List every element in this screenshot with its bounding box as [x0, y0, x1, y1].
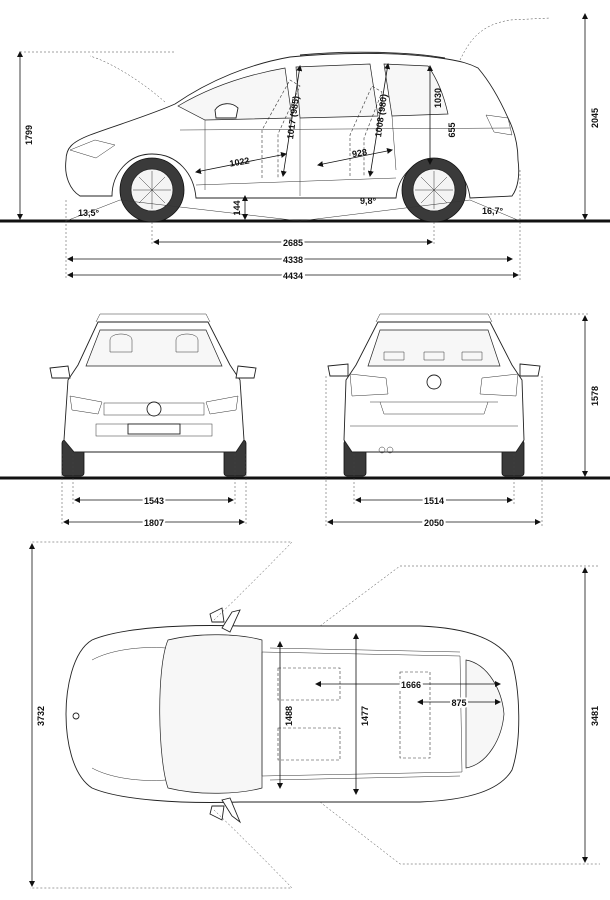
- rear-badge-icon: [426, 374, 442, 390]
- top-roof-panel: [261, 651, 463, 777]
- rear-legroom-line: [317, 148, 393, 167]
- side-view: 1799 2045 1017 (985) 1008 (980) 1030 655…: [0, 13, 610, 283]
- rear-headrests: [383, 351, 483, 361]
- wheelbase-label: 2685: [283, 238, 303, 248]
- front-track-label: 1543: [144, 496, 164, 506]
- front-badge-icon: [146, 401, 162, 417]
- roof-rails-height-label: 2045: [590, 108, 600, 128]
- top-length-label: 3732: [36, 706, 46, 726]
- top-mirror-left: [209, 607, 225, 623]
- front-windscreen: [85, 329, 223, 367]
- side-callout-rear: [459, 17, 551, 61]
- front-plate: [127, 423, 181, 435]
- front-mirror-right: [235, 365, 257, 379]
- overall-height-label: 1799: [24, 125, 34, 145]
- top-width-label: 3481: [590, 706, 600, 726]
- load-length-label: 875: [451, 698, 466, 708]
- front-legroom-line: [195, 152, 287, 174]
- rear-height-label: 1578: [590, 386, 600, 406]
- front-headlights: [69, 395, 239, 415]
- rear-window: [367, 329, 501, 367]
- rear-mirror-left: [327, 363, 349, 377]
- ramp-angle-label: 9,8°: [360, 196, 377, 206]
- top-view: 3732 3481 1488 1477 1666 875: [29, 541, 600, 889]
- rear-mirror-right: [519, 363, 541, 377]
- departure-angle-label: 16,7°: [482, 206, 504, 216]
- length-label: 4338: [283, 255, 303, 265]
- side-angle-lines: [65, 199, 521, 222]
- rear-exhaust-icon: [378, 446, 386, 454]
- top-door-swing-left: [30, 541, 293, 621]
- side-roof-rail: [299, 51, 446, 59]
- front-mirror-left: [49, 365, 71, 379]
- top-rear-window: [465, 659, 505, 769]
- rear-width-label: 2050: [424, 518, 444, 528]
- rear-tailgate-line: [370, 401, 498, 415]
- top-rear-swing-top: [319, 565, 600, 627]
- front-view: 1543 1807: [0, 313, 610, 530]
- rear-interior-width-label: 1477: [360, 706, 370, 726]
- top-windscreen: [159, 634, 263, 794]
- boot-height-label: 1030: [433, 88, 443, 108]
- rear-view: 1514 2050 1578: [325, 313, 600, 530]
- side-rear-window: [295, 63, 379, 119]
- load-length-folded-label: 1666: [401, 680, 421, 690]
- boot-sill-label: 655: [447, 122, 457, 137]
- side-rim-spokes: [133, 171, 453, 209]
- rear-roof-rails: [375, 313, 493, 323]
- side-taillight: [485, 114, 513, 136]
- front-legroom-label: 1022: [229, 155, 250, 168]
- top-hood-lines: [91, 647, 167, 781]
- length-hitch-label: 4434: [283, 271, 303, 281]
- front-interior-width-label: 1488: [284, 706, 294, 726]
- side-headlight: [69, 139, 116, 159]
- rear-track-label: 1514: [424, 496, 444, 506]
- front-width-label: 1807: [144, 518, 164, 528]
- front-roof-rails: [95, 313, 211, 323]
- top-roof-rails: [269, 647, 461, 781]
- top-front-door-right: [221, 797, 242, 824]
- rear-legroom-label: 928: [351, 147, 368, 159]
- rear-exhaust-icon-2: [386, 446, 394, 454]
- side-sill-line: [195, 177, 397, 186]
- ground-clearance-label: 144: [232, 200, 242, 215]
- top-rear-swing-bottom: [319, 801, 600, 865]
- top-door-swing-right: [30, 809, 293, 889]
- approach-angle-label: 13,5°: [78, 208, 100, 218]
- side-mirror: [214, 103, 239, 119]
- side-callout-front: [89, 55, 166, 103]
- rear-taillights: [349, 373, 519, 397]
- top-front-door-left: [221, 609, 241, 633]
- top-badge-icon: [72, 712, 80, 720]
- front-seat-headrests: [109, 333, 199, 353]
